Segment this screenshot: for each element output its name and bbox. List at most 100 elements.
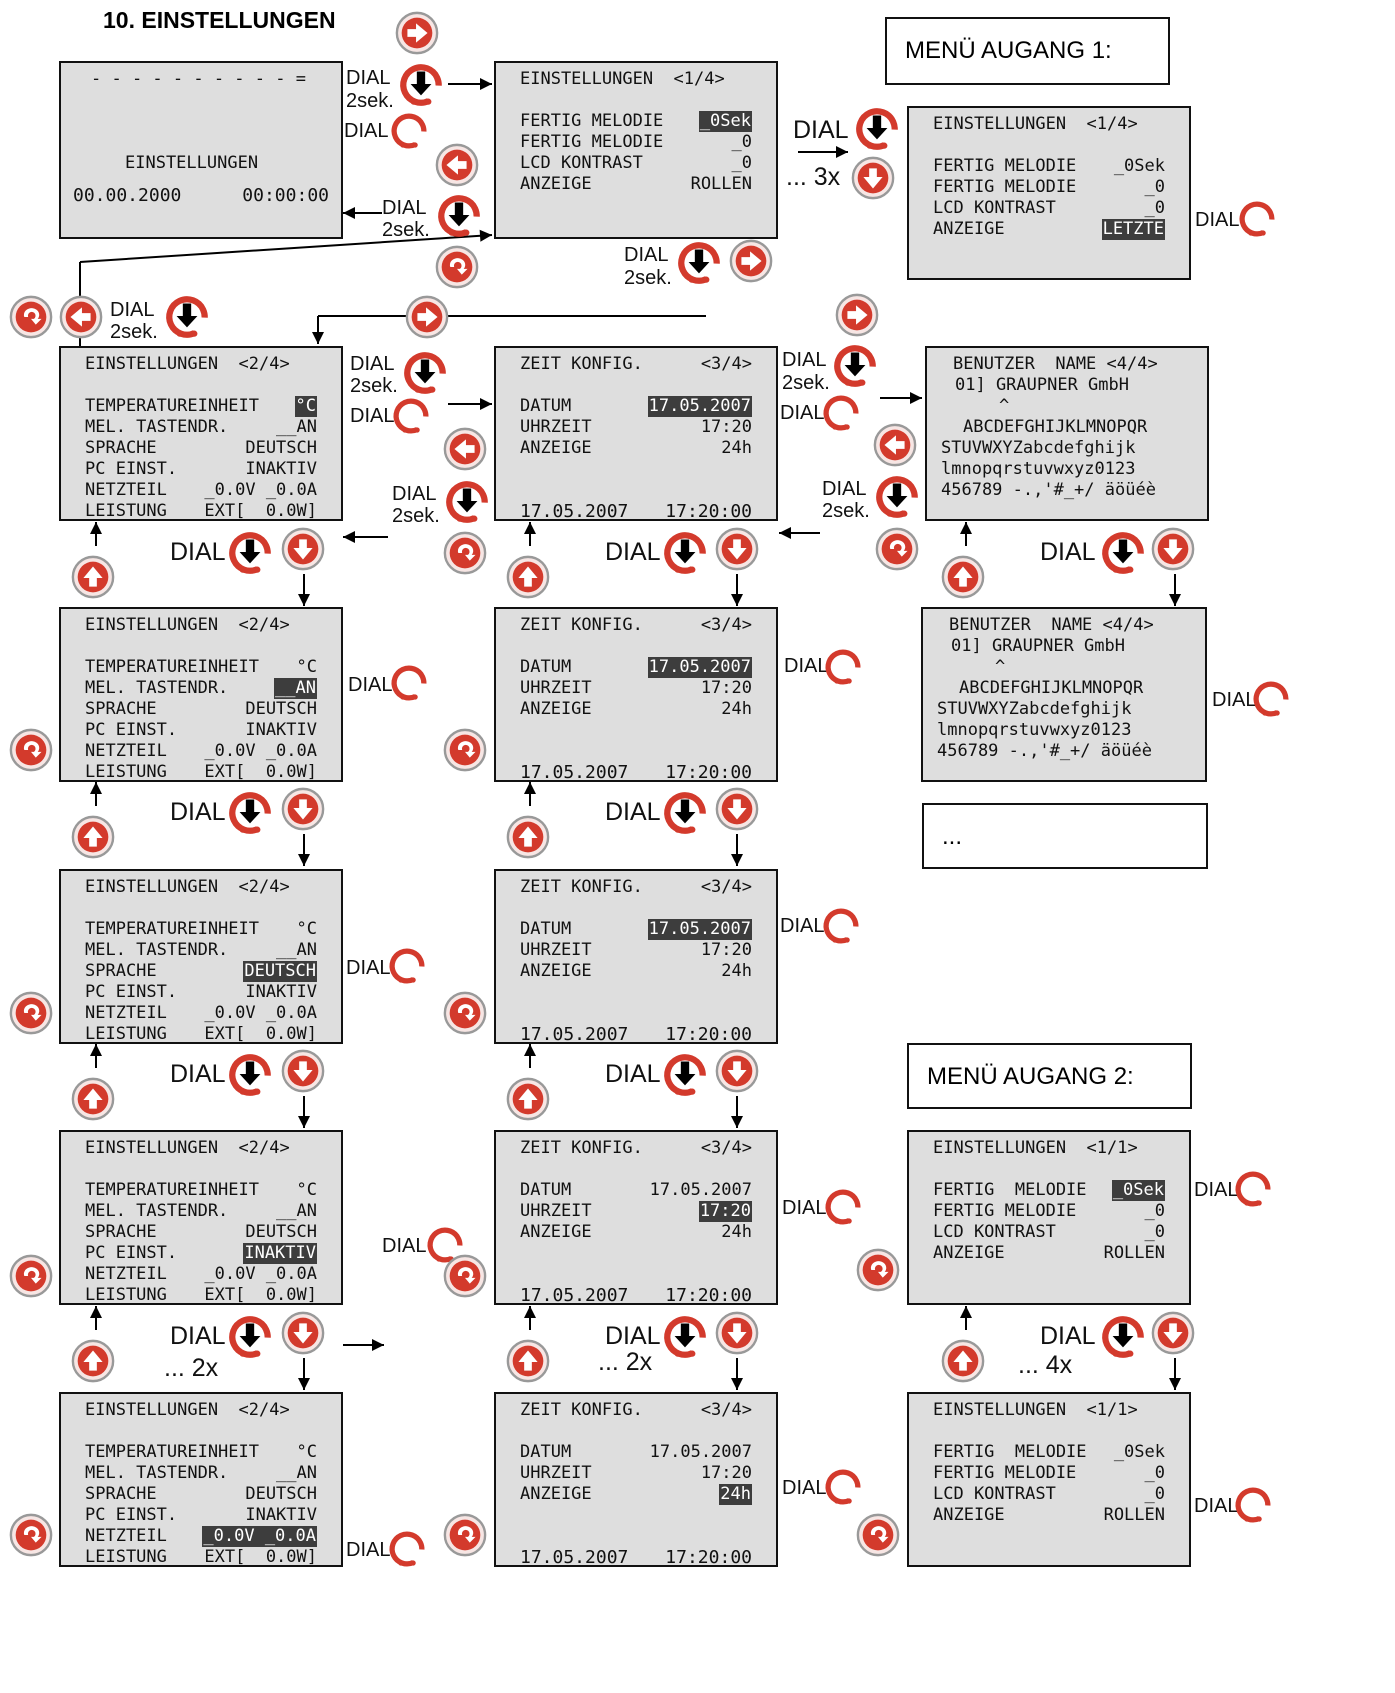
setting-row: LCD KONTRAST_0	[933, 198, 1165, 219]
control-label: DIAL	[1194, 1495, 1239, 1517]
back-icon[interactable]	[442, 1253, 488, 1299]
back-icon[interactable]	[442, 1512, 488, 1558]
dial-press-icon[interactable]	[660, 528, 710, 578]
dial-turn-icon[interactable]	[390, 395, 432, 437]
back-icon[interactable]	[8, 727, 54, 773]
back-icon[interactable]	[434, 244, 480, 290]
setting-name: LCD KONTRAST	[933, 1222, 1056, 1242]
arrow-up-icon[interactable]	[70, 1076, 116, 1122]
arrow-down-icon[interactable]	[280, 526, 326, 572]
arrow-down-icon[interactable]	[714, 1310, 760, 1356]
dial-turn-icon[interactable]	[424, 1224, 466, 1266]
dial-press-icon[interactable]	[872, 472, 922, 522]
dial-turn-icon[interactable]	[386, 945, 428, 987]
arrow-down-icon[interactable]	[714, 1048, 760, 1094]
dial-press-icon[interactable]	[660, 1312, 710, 1362]
arrow-left-icon[interactable]	[872, 422, 918, 468]
dial-turn-icon[interactable]	[1232, 1484, 1274, 1526]
dial-turn-icon[interactable]	[822, 1466, 864, 1508]
back-icon[interactable]	[855, 1247, 901, 1293]
dial-turn-icon[interactable]	[1232, 1168, 1274, 1210]
arrow-down-icon[interactable]	[280, 786, 326, 832]
arrow-right-icon[interactable]	[394, 10, 440, 56]
spacer	[520, 982, 752, 1003]
arrow-right-icon[interactable]	[834, 292, 880, 338]
setting-name: FERTIG MELODIE	[520, 132, 664, 152]
dial-press-icon[interactable]	[674, 238, 724, 288]
arrow-up-icon[interactable]	[70, 1338, 116, 1384]
back-icon[interactable]	[855, 1512, 901, 1558]
back-icon[interactable]	[442, 990, 488, 1036]
setting-value: _0	[1144, 1201, 1165, 1221]
arrow-right-icon[interactable]	[404, 294, 450, 340]
dial-press-icon[interactable]	[400, 348, 450, 398]
dial-press-icon[interactable]	[162, 292, 212, 342]
selected-value: 17:20	[698, 1201, 752, 1222]
dial-turn-icon[interactable]	[388, 110, 430, 152]
dial-turn-icon[interactable]	[820, 905, 862, 947]
setting-name: MEL. TASTENDR.	[85, 678, 229, 698]
dial-press-icon[interactable]	[225, 1312, 275, 1362]
back-icon[interactable]	[442, 727, 488, 773]
arrow-up-icon[interactable]	[505, 814, 551, 860]
dial-turn-icon[interactable]	[388, 662, 430, 704]
arrow-down-icon[interactable]	[1150, 1310, 1196, 1356]
back-icon[interactable]	[874, 526, 920, 572]
dial-turn-icon[interactable]	[820, 392, 862, 434]
control-label: DIAL	[605, 1322, 661, 1350]
arrow-down-icon[interactable]	[280, 1310, 326, 1356]
arrow-right-icon[interactable]	[728, 238, 774, 284]
arrow-left-icon[interactable]	[442, 426, 488, 472]
arrow-down-icon[interactable]	[1150, 526, 1196, 572]
dial-press-icon[interactable]	[1098, 528, 1148, 578]
dial-press-icon[interactable]	[225, 1050, 275, 1100]
arrow-up-icon[interactable]	[505, 1338, 551, 1384]
dial-press-icon[interactable]	[396, 60, 446, 110]
arrow-down-icon[interactable]	[714, 526, 760, 572]
arrow-left-icon[interactable]	[434, 142, 480, 188]
arrow-up-icon[interactable]	[505, 554, 551, 600]
arrow-up-icon[interactable]	[940, 554, 986, 600]
dial-press-icon[interactable]	[660, 1050, 710, 1100]
arrow-head	[298, 1378, 310, 1390]
dial-turn-icon[interactable]	[822, 646, 864, 688]
setting-name: PC EINST.	[85, 1243, 178, 1263]
dial-press-icon[interactable]	[225, 788, 275, 838]
back-icon[interactable]	[8, 1253, 54, 1299]
dial-turn-icon[interactable]	[1236, 198, 1278, 240]
dial-press-icon[interactable]	[830, 341, 880, 391]
setting-value: DEUTSCH	[245, 1484, 317, 1504]
arrow-up-icon[interactable]	[940, 1338, 986, 1384]
setting-value: DEUTSCH	[245, 699, 317, 719]
back-icon[interactable]	[8, 1512, 54, 1558]
arrow-up-icon[interactable]	[505, 1076, 551, 1122]
setting-name: UHRZEIT	[520, 678, 592, 698]
back-icon[interactable]	[8, 294, 54, 340]
arrow-down-icon[interactable]	[280, 1048, 326, 1094]
dial-turn-icon[interactable]	[386, 1528, 428, 1570]
dial-press-icon[interactable]	[660, 788, 710, 838]
control-label: DIAL	[346, 957, 391, 979]
dial-turn-icon[interactable]	[822, 1186, 864, 1228]
dial-press-icon[interactable]	[1098, 1312, 1148, 1362]
dial-press-icon[interactable]	[434, 191, 484, 241]
back-icon[interactable]	[442, 530, 488, 576]
control-label: DIAL	[1194, 1179, 1239, 1201]
dial-press-icon[interactable]	[225, 528, 275, 578]
spacer	[933, 135, 1165, 156]
arrow-left-icon[interactable]	[58, 294, 104, 340]
arrow-up-icon[interactable]	[70, 554, 116, 600]
dial-press-icon[interactable]	[442, 477, 492, 527]
selected-value: 24h	[719, 1484, 752, 1505]
arrow-up-icon[interactable]	[70, 814, 116, 860]
arrow-down-icon[interactable]	[850, 155, 896, 201]
setting-value: _0	[731, 132, 752, 152]
dial-press-icon[interactable]	[852, 104, 902, 154]
arrow-down-icon[interactable]	[714, 786, 760, 832]
back-icon[interactable]	[8, 990, 54, 1036]
dial-turn-icon[interactable]	[1250, 678, 1292, 720]
